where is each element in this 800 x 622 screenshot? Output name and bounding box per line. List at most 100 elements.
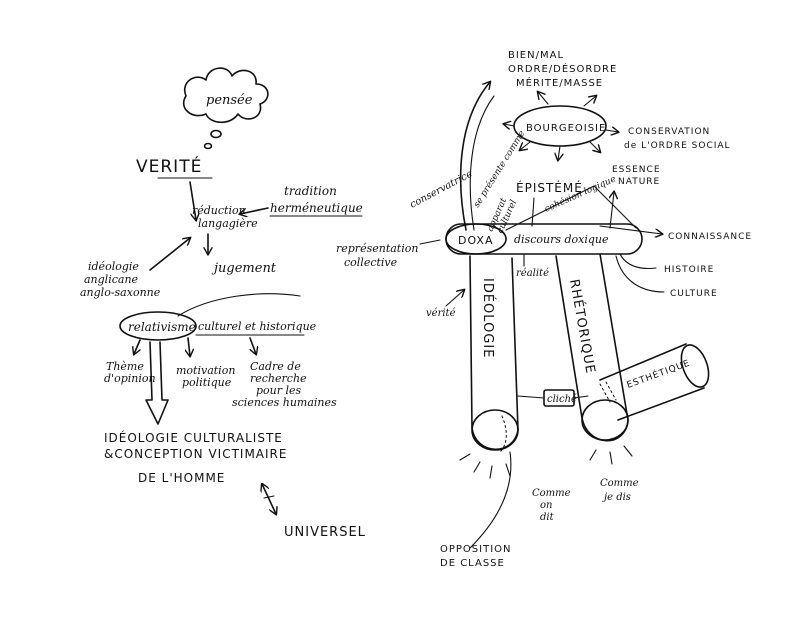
ray (505, 463, 511, 477)
label-hermeneutique: herméneutique (270, 201, 363, 215)
label-esthetique: ESTHÉTIQUE (625, 357, 692, 391)
arrow-bourg-down (558, 145, 560, 160)
label-comme-on: Comme (532, 488, 571, 499)
arc-to-relativisme (177, 293, 301, 317)
label-verite-small: vérité (426, 308, 456, 319)
label-politique: politique (182, 376, 232, 389)
arrow-episteme-down (531, 197, 535, 227)
line-histoire (619, 253, 657, 270)
esthetique-tube-end (680, 344, 710, 388)
label-relativisme: relativisme (128, 320, 196, 334)
ray (473, 461, 481, 473)
label-culturel: culturel et historique (198, 320, 317, 333)
label-je-dis: je dis (602, 492, 631, 503)
arrow-verite (445, 290, 464, 307)
label-pensee: pensée (206, 93, 253, 108)
label-discours: discours doxique (514, 233, 609, 246)
label-bourgeoisie: BOURGEOISIE (526, 123, 606, 134)
rhetorique-tube-end (581, 399, 629, 441)
label-ordre-social: de L'ORDRE SOCIAL (624, 141, 731, 151)
label-reduction: réduction (192, 204, 246, 217)
arrow-universel (262, 484, 276, 514)
relativisme-ellipse (119, 311, 197, 341)
label-bien-mal: BIEN/MAL (508, 50, 564, 61)
label-representation: représentation (336, 242, 418, 255)
arrow-bourg-dl (520, 141, 531, 150)
label-universel: UNIVERSEL (284, 525, 366, 540)
arrow-doxa-up (459, 82, 490, 231)
arrow-theme (134, 339, 140, 354)
label-motivation: motivation (176, 364, 235, 377)
label-conservatrice: conservatrice (408, 168, 474, 210)
arrow-anglo-jugement (149, 238, 190, 271)
label-episteme: ÉPISTÉMÉ (516, 180, 583, 195)
arrow-motivation (188, 337, 190, 356)
thought-cloud (182, 67, 269, 124)
thought-bubble (210, 129, 222, 139)
arrow-connaissance (599, 225, 662, 234)
label-collective: collective (344, 256, 398, 269)
label-on: on (540, 500, 552, 511)
ideologie-dashes (499, 415, 507, 453)
right-diagram: BIEN/MAL ORDRE/DÉSORDRE MÉRITE/MASSE BOU… (336, 50, 752, 569)
esthetique-hatch (599, 381, 617, 403)
arrow-cadre (249, 337, 256, 354)
label-cadre: Cadre de (250, 360, 301, 373)
ray (459, 453, 471, 461)
label-essence: ESSENCE (612, 165, 661, 175)
label-sciences: sciences humaines (232, 396, 337, 409)
arrow-bourg-dr (589, 141, 600, 152)
label-opinion: d'opinion (104, 372, 156, 385)
label-histoire: HISTOIRE (664, 265, 714, 275)
ray (489, 465, 493, 479)
label-ordre: ORDRE/DÉSORDRE (508, 62, 617, 75)
label-merite: MÉRITE/MASSE (516, 76, 603, 89)
arrow-doxa-up-inner (469, 95, 495, 231)
label-anglo-saxonne: anglo-saxonne (80, 286, 161, 299)
label-rhetorique: RHÉTORIQUE (566, 278, 598, 375)
label-dit: dit (540, 512, 555, 523)
arrow-bourg-up (538, 92, 549, 105)
label-doxa: DOXA (458, 234, 494, 247)
label-langagiere: langagière (198, 217, 258, 230)
cliche-link-left (517, 395, 545, 399)
arrow-representation (419, 239, 441, 245)
label-ideologie-tube: IDÉOLOGIE (480, 278, 496, 358)
left-diagram: pensée VERITÉ tradition herméneutique ré… (80, 67, 366, 540)
label-culture: CULTURE (670, 289, 718, 299)
label-ideologie-cult-3: DE L'HOMME (138, 471, 225, 485)
label-nature: NATURE (618, 177, 660, 187)
label-verite: VERITÉ (136, 155, 202, 177)
line-culture (615, 255, 665, 293)
label-realite: réalité (516, 268, 549, 279)
triangle-right (593, 185, 637, 229)
label-ideologie-anglo: idéologie (88, 260, 139, 273)
label-pour-les: pour les (256, 384, 302, 397)
arrow-tradition (240, 207, 269, 214)
arrow-bourg-ur (583, 96, 596, 107)
label-cliche: cliché (547, 394, 577, 405)
label-comme-je: Comme (600, 478, 639, 489)
ray (609, 451, 613, 465)
label-conservation: CONSERVATION (628, 127, 710, 137)
label-ideologie-cult-2: &CONCEPTION VICTIMAIRE (104, 447, 287, 461)
label-tradition: tradition (284, 184, 337, 198)
triangle-left (505, 185, 595, 231)
label-connaissance: CONNAISSANCE (668, 232, 752, 242)
ray (589, 449, 597, 461)
esthetique-tube (599, 343, 705, 421)
thought-bubble (203, 142, 213, 150)
cross-mark (263, 495, 275, 499)
arrow-verite-down (189, 181, 196, 220)
arrow-bourg-left (504, 124, 515, 126)
arrow-bourg-right (605, 130, 618, 132)
label-recherche: recherche (250, 372, 307, 385)
label-jugement: jugement (211, 261, 277, 276)
label-de-classe: DE CLASSE (440, 558, 505, 569)
label-opposition: OPPOSITION (440, 544, 512, 555)
big-down-arrow (145, 341, 169, 425)
arrow-essence (610, 192, 614, 229)
label-ideologie-cult-1: IDÉOLOGIE CULTURALISTE (104, 430, 283, 445)
ideologie-tube-end (471, 409, 519, 451)
